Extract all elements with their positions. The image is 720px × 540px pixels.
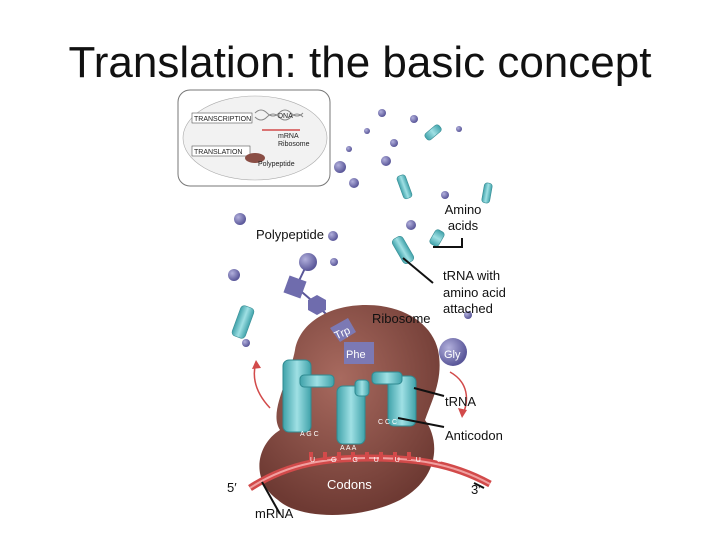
- anticodon-right: C C C: [378, 419, 397, 426]
- trna-amino-acid-label-line1: tRNA with: [443, 268, 500, 283]
- svg-text:Phe: Phe: [346, 349, 366, 361]
- page-title: Translation: the basic concept: [68, 38, 652, 87]
- codons-label: Codons: [327, 477, 372, 492]
- amino-acid-gly: Gly: [439, 338, 467, 366]
- amino-acids-label-line1: Amino: [445, 202, 482, 217]
- amino-acids-label-line2: acids: [448, 218, 479, 233]
- trna-right: [371, 371, 417, 427]
- inset-ribosome-label: Ribosome: [278, 141, 310, 148]
- anticodon-label: Anticodon: [445, 428, 503, 443]
- mrna-label: mRNA: [255, 506, 294, 521]
- inset-mrna-label: mRNA: [278, 133, 299, 140]
- anticodon-left: A G C: [300, 431, 319, 438]
- svg-text:Gly: Gly: [444, 349, 461, 361]
- inset-translation-label: TRANSLATION: [194, 149, 243, 156]
- amino-acid-phe: Phe: [344, 342, 374, 364]
- pointer-lines: [261, 238, 485, 515]
- mrna-strand: U G G U U U G G C: [248, 452, 492, 491]
- codon-bases: U G G U U U G G C: [310, 457, 492, 464]
- trna-left: [282, 359, 335, 433]
- trna-amino-acid-label-line2: amino acid: [443, 285, 506, 300]
- polypeptide-chain: [283, 253, 340, 328]
- trna-label: tRNA: [445, 394, 476, 409]
- inset-overview: TRANSCRIPTION DNA mRNA Ribosome TRANSLAT…: [177, 89, 331, 187]
- free-trna-molecules: [231, 124, 493, 339]
- polypeptide-label: Polypeptide: [256, 227, 324, 242]
- three-prime-label: 3′: [471, 482, 481, 497]
- trna-middle: [336, 379, 370, 445]
- inset-transcription-label: TRANSCRIPTION: [194, 116, 251, 123]
- free-amino-acids: [228, 109, 472, 347]
- trna-amino-acid-label-line3: attached: [443, 301, 493, 316]
- ribosome-label: Ribosome: [372, 311, 431, 326]
- anticodon-middle: A A A: [340, 445, 357, 452]
- inset-dna-label: DNA: [278, 113, 293, 120]
- five-prime-label: 5′: [227, 480, 237, 495]
- inset-polypeptide-label: Polypeptide: [258, 161, 295, 168]
